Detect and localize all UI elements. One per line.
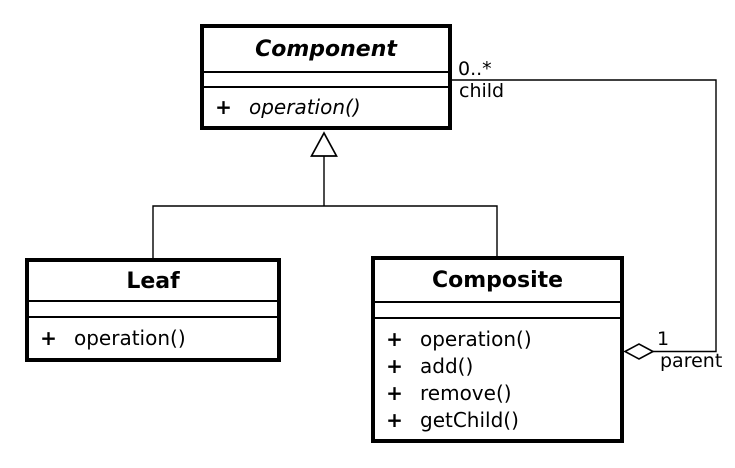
- method-row: + remove(): [386, 379, 620, 406]
- method-visibility: +: [40, 326, 57, 350]
- method-signature: remove(): [420, 380, 512, 405]
- method-visibility: +: [386, 380, 403, 405]
- class-leaf-attributes-compartment: [29, 302, 277, 318]
- method-signature: operation(): [74, 326, 186, 350]
- method-row: + add(): [386, 352, 620, 379]
- method-row: + getChild(): [386, 406, 620, 433]
- class-leaf-methods-compartment: + operation(): [29, 318, 277, 358]
- class-composite: Composite + operation() + add() + remove…: [371, 256, 624, 443]
- method-row: + operation(): [40, 325, 277, 352]
- method-visibility: +: [215, 95, 232, 119]
- class-component-methods-compartment: + operation(): [204, 88, 448, 126]
- class-component: Component + operation(): [200, 24, 452, 130]
- generalization-branch-line: [152, 205, 498, 258]
- class-leaf-name: Leaf: [29, 262, 277, 302]
- class-composite-methods-compartment: + operation() + add() + remove() + getCh…: [375, 319, 620, 439]
- class-composite-attributes-compartment: [375, 303, 620, 319]
- method-signature: add(): [420, 353, 474, 378]
- class-leaf: Leaf + operation(): [25, 258, 281, 362]
- parent-multiplicity-label: 1: [657, 328, 670, 350]
- method-visibility: +: [386, 353, 403, 378]
- method-visibility: +: [386, 407, 403, 432]
- method-row: + operation(): [386, 325, 620, 352]
- child-role-label: child: [459, 80, 505, 102]
- method-row: + operation(): [215, 94, 448, 121]
- method-signature: getChild(): [420, 407, 519, 432]
- aggregation-diamond-icon: [623, 343, 655, 360]
- aggregation-line: [452, 79, 717, 353]
- method-signature: operation(): [420, 326, 532, 351]
- class-component-attributes-compartment: [204, 73, 448, 88]
- class-component-name: Component: [204, 28, 448, 73]
- child-multiplicity-label: 0..*: [458, 58, 492, 80]
- generalization-triangle-icon: [310, 131, 338, 157]
- method-signature: operation(): [249, 95, 361, 119]
- class-composite-name: Composite: [375, 260, 620, 303]
- parent-role-label: parent: [660, 350, 723, 372]
- method-visibility: +: [386, 326, 403, 351]
